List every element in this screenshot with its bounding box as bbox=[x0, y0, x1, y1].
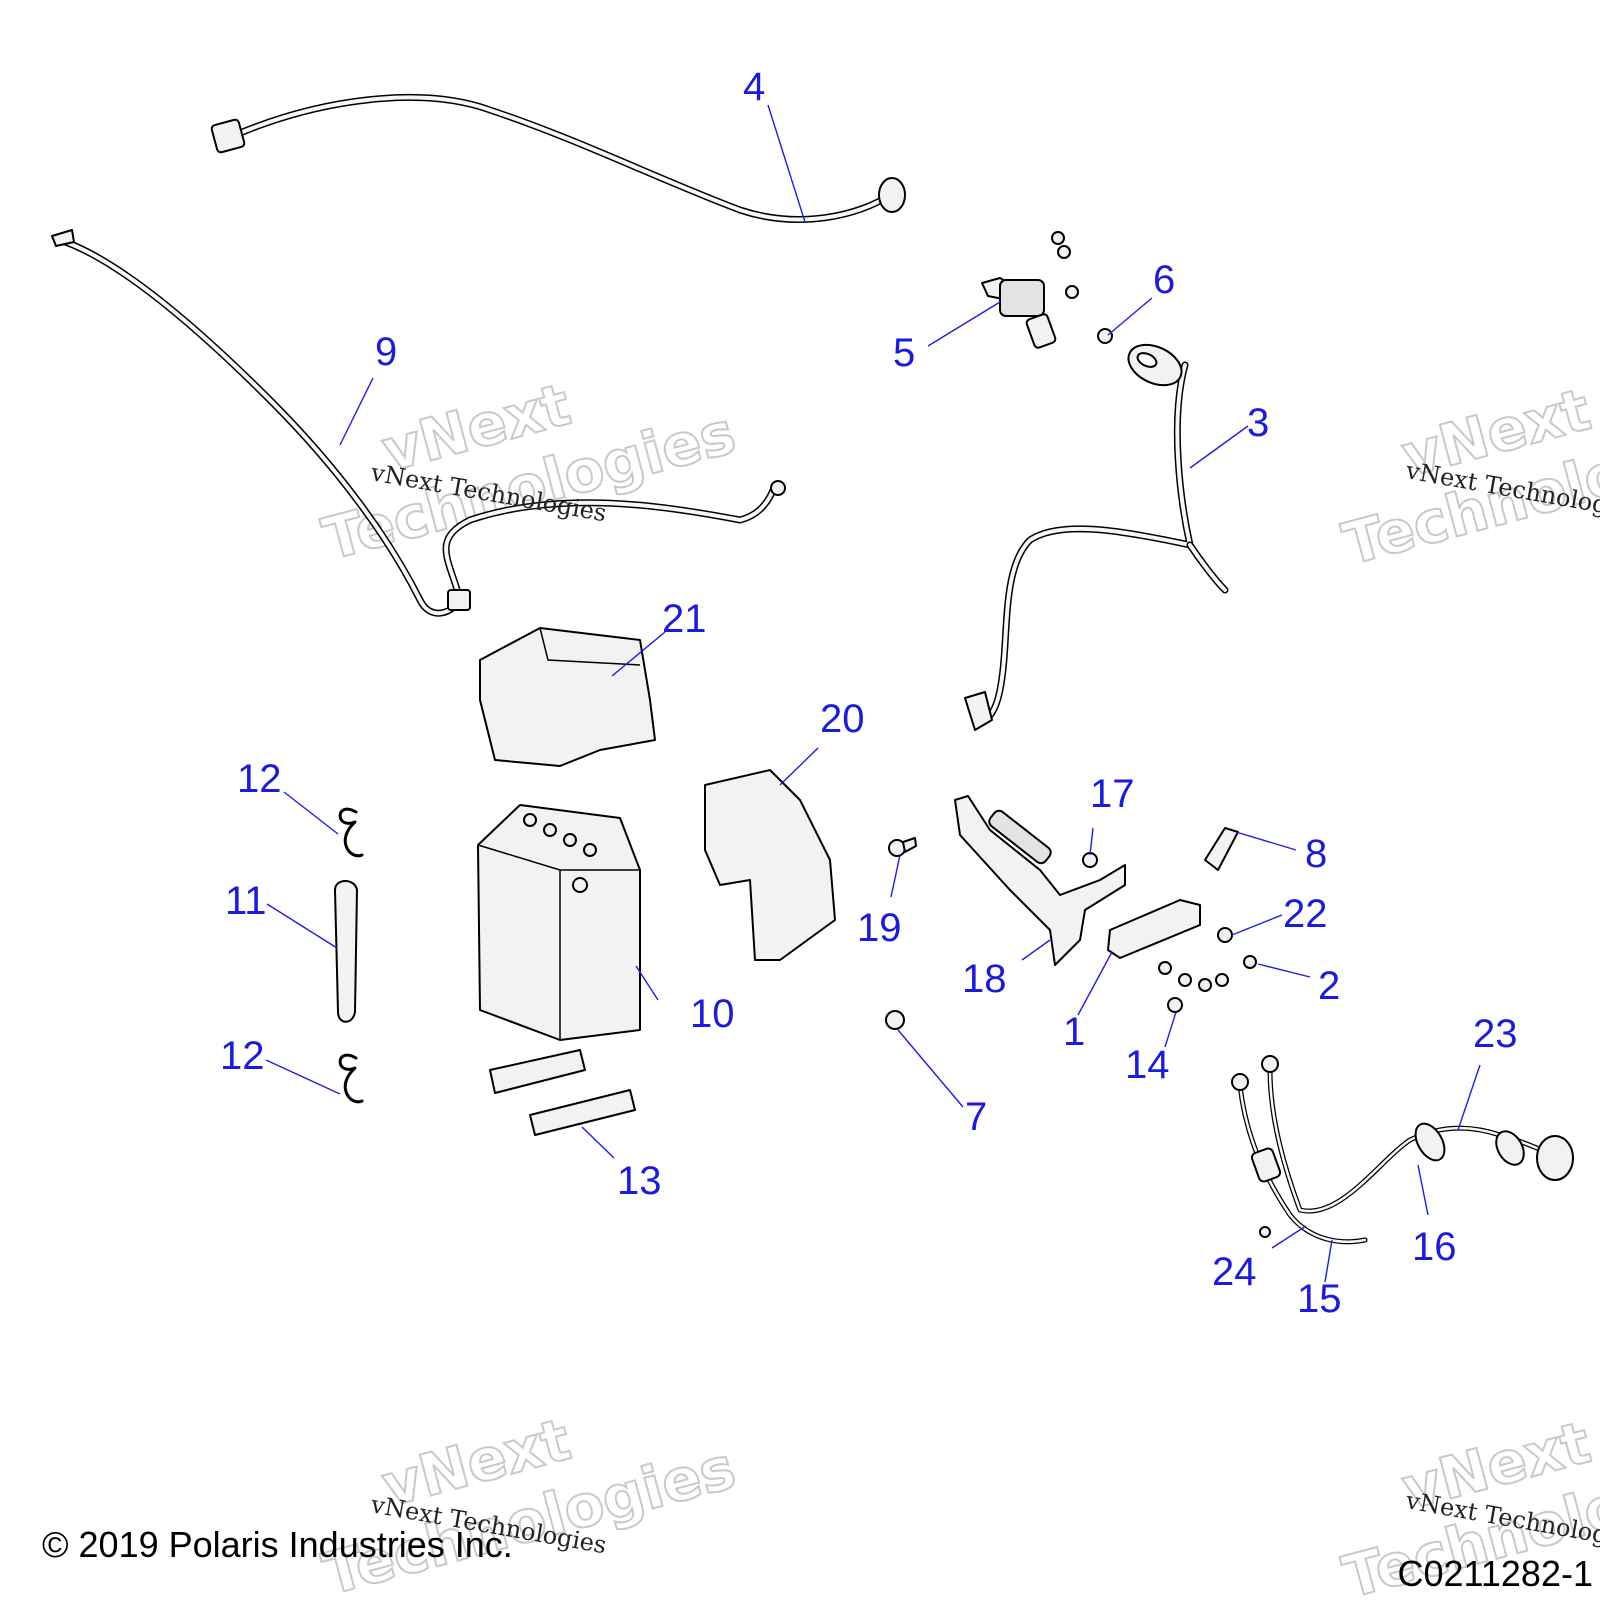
callout-6: 6 bbox=[1153, 258, 1175, 302]
part-1-terminal-block bbox=[1107, 899, 1201, 959]
part-23-harness bbox=[1231, 1055, 1574, 1245]
callout-8: 8 bbox=[1305, 832, 1327, 876]
callout-10: 10 bbox=[690, 992, 735, 1036]
part-21-battery-cover bbox=[479, 627, 656, 767]
callout-4: 4 bbox=[743, 65, 765, 109]
callout-16: 16 bbox=[1412, 1225, 1457, 1269]
part-8-strap bbox=[1204, 827, 1239, 871]
callout-19: 19 bbox=[857, 906, 902, 950]
callout-24: 24 bbox=[1212, 1250, 1257, 1294]
part-7-bolt bbox=[885, 1010, 905, 1030]
part-10-battery bbox=[477, 804, 641, 1041]
callout-20: 20 bbox=[820, 697, 865, 741]
callout-21: 21 bbox=[662, 597, 707, 641]
callout-15: 15 bbox=[1297, 1277, 1342, 1321]
copyright-text: © 2019 Polaris Industries Inc. bbox=[42, 1524, 513, 1565]
part-11-strap bbox=[334, 880, 358, 1023]
part-20-shield bbox=[704, 769, 836, 961]
callout-9: 9 bbox=[375, 330, 397, 374]
callout-1: 1 bbox=[1063, 1010, 1085, 1054]
part-9-cable bbox=[51, 229, 786, 617]
callout-7: 7 bbox=[965, 1095, 987, 1139]
figure-id: C0211282-1 bbox=[1398, 1553, 1594, 1594]
callout-18: 18 bbox=[962, 957, 1007, 1001]
part-17-nut bbox=[1082, 852, 1098, 868]
callout-22: 22 bbox=[1283, 892, 1328, 936]
part-6-nut bbox=[1097, 328, 1113, 344]
part-18-bracket bbox=[954, 795, 1126, 966]
part-12-clip-top bbox=[338, 807, 364, 858]
callout-17: 17 bbox=[1090, 772, 1135, 816]
part-5-solenoid bbox=[981, 231, 1079, 349]
part-18-bracket-tube bbox=[988, 809, 1052, 865]
callouts: 4 6 5 9 3 21 20 12 17 8 11 19 22 18 2 10… bbox=[220, 65, 1518, 1321]
watermark-top-left: vNext Technologies bbox=[315, 369, 743, 574]
part-3-cable bbox=[964, 343, 1229, 731]
callout-23: 23 bbox=[1473, 1012, 1518, 1056]
callout-14: 14 bbox=[1125, 1043, 1170, 1087]
part-13-pads bbox=[489, 1049, 636, 1136]
callout-13: 13 bbox=[617, 1159, 662, 1203]
part-12-clip-bottom bbox=[338, 1053, 364, 1104]
leader-lines bbox=[265, 104, 1481, 1283]
hardware-bolts bbox=[1158, 927, 1257, 1013]
part-4-cable bbox=[210, 94, 906, 223]
callout-12-top: 12 bbox=[237, 757, 282, 801]
callout-12-bottom: 12 bbox=[220, 1034, 265, 1078]
part-19-bolt bbox=[888, 837, 917, 857]
callout-11: 11 bbox=[225, 879, 267, 923]
callout-3: 3 bbox=[1247, 401, 1269, 445]
callout-5: 5 bbox=[893, 331, 915, 375]
callout-2: 2 bbox=[1318, 964, 1340, 1008]
watermark-top-right: vNext Technologies bbox=[1335, 374, 1600, 579]
